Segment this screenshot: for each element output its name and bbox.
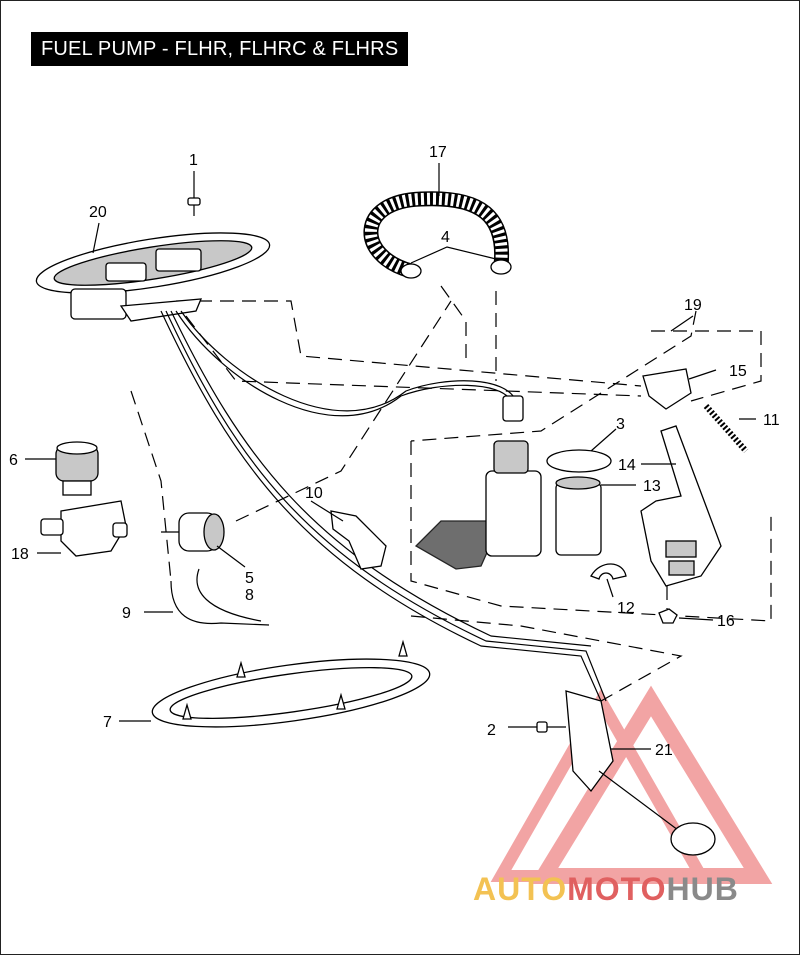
callout-10: 10 [305,485,323,502]
watermark-hub: HUB [666,871,739,907]
callout-13: 13 [643,478,661,495]
part-18-filter-housing [40,500,128,557]
part-20-mounting-plate [35,232,271,322]
part-15-connector [642,368,692,410]
callout-20: 20 [89,204,107,221]
callout-2: 2 [487,722,496,739]
callout-1: 1 [189,152,198,169]
part-2-screw [536,721,566,733]
part-8-9-seals [170,568,270,626]
part-14-sender-bracket [640,425,722,587]
callout-7: 7 [103,714,112,731]
watermark-logo [490,685,773,884]
diagram-title: FUEL PUMP - FLHR, FLHRC & FLHRS [31,32,409,66]
callout-21: 21 [655,742,673,759]
watermark-moto: MOTO [567,871,667,907]
callout-9: 9 [122,605,131,622]
part-6-regulator [55,441,99,496]
callout-11: 11 [763,412,780,429]
part-1-screw [187,197,201,216]
part-13-sleeve [555,476,602,556]
callout-12: 12 [617,600,635,617]
fuel-pump-body [414,395,542,570]
callout-8: 8 [245,587,254,604]
leader-lines [25,163,756,750]
callout-5: 5 [245,570,254,587]
part-16-nut [658,586,678,624]
part-10-bracket [330,510,387,570]
watermark-text: AUTOMOTOHUB [473,871,739,908]
callout-4: 4 [441,229,450,246]
part-21-level-sender [565,690,716,856]
part-3-clip [546,449,612,473]
part-11-spring [703,404,749,453]
callout-17: 17 [429,144,447,161]
wiring-harness [160,310,607,702]
assembly-guide-lines [130,285,772,702]
callout-15: 15 [729,363,747,380]
callout-3: 3 [616,416,625,433]
part-5-fuel-filter [161,512,225,552]
callout-labels: 1 2 3 4 5 6 7 8 9 10 11 12 13 14 15 16 1… [9,144,780,759]
callout-14: 14 [618,457,636,474]
part-12-retainer [590,563,627,580]
callout-16: 16 [717,613,735,630]
callout-19: 19 [684,297,702,314]
part-4-clamps [400,259,512,279]
callout-18: 18 [11,546,29,563]
callout-6: 6 [9,452,18,469]
part-17-fuel-hose [363,191,510,279]
part-7-gasket [151,639,431,728]
watermark-auto: AUTO [473,871,568,907]
